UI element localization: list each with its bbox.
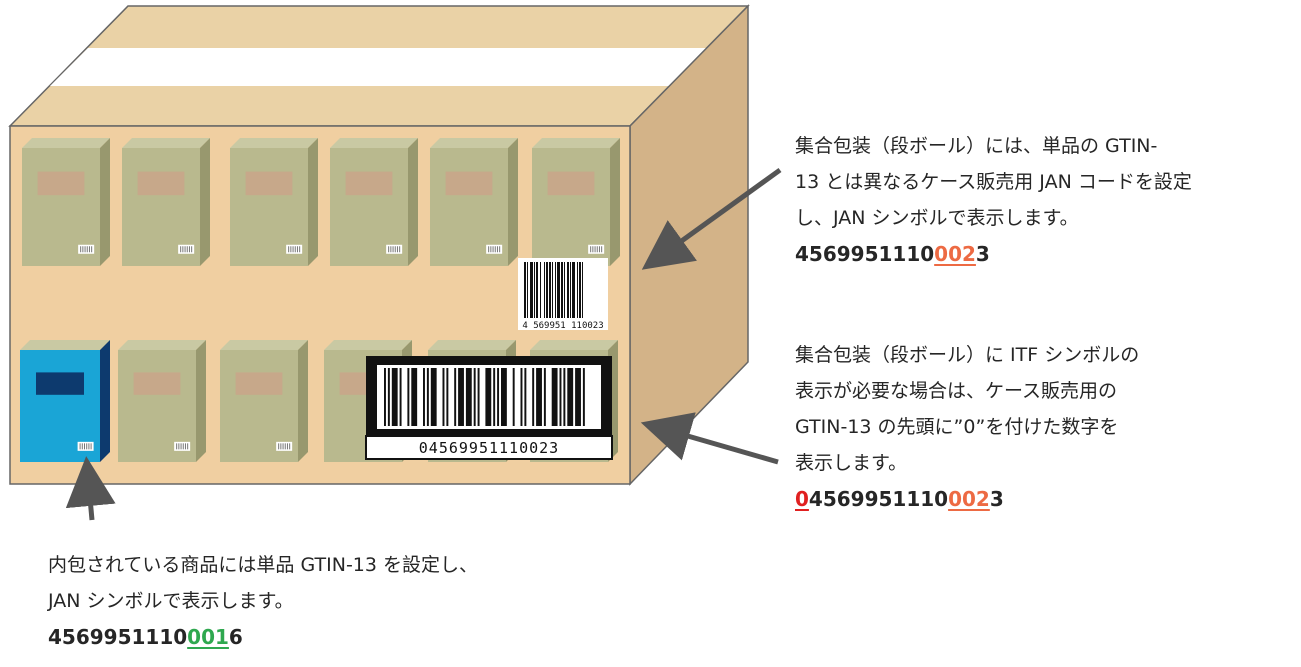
inner-item-highlight xyxy=(20,340,110,462)
arrow-to-inner-item xyxy=(65,456,116,521)
case-itf-line-2: 表示が必要な場合は、ケース販売用の xyxy=(795,380,1118,402)
case-jan-line-1: 集合包装（段ボール）には、単品の GTIN- xyxy=(795,135,1158,157)
case-itf-note: 集合包装（段ボール）に ITF シンボルの 表示が必要な場合は、ケース販売用の … xyxy=(795,337,1139,517)
inner-item-note: 内包されている商品には単品 GTIN-13 を設定し、 JAN シンボルで表示し… xyxy=(48,547,478,655)
itf-barcode: 04569951110023 xyxy=(365,356,613,460)
case-itf-line-1: 集合包装（段ボール）に ITF シンボルの xyxy=(795,344,1140,366)
inner-item-upper-3 xyxy=(230,138,318,266)
inner-item-line-2: JAN シンボルで表示します。 xyxy=(48,590,294,612)
inner-item-lower-1 xyxy=(118,340,206,462)
inner-items-upper-row xyxy=(22,138,620,266)
case-itf-number: 045699511100023 xyxy=(795,487,1004,511)
inner-item-upper-4 xyxy=(330,138,418,266)
inner-item-line-1: 内包されている商品には単品 GTIN-13 を設定し、 xyxy=(48,554,479,576)
jan-barcode-small: 4 569951 110023 xyxy=(518,258,608,331)
inner-item-upper-2 xyxy=(122,138,210,266)
jan-barcode-small-text: 4 569951 110023 xyxy=(522,321,603,331)
case-itf-line-4: 表示します。 xyxy=(795,452,908,474)
inner-item-lower-2 xyxy=(220,340,308,462)
inner-item-number: 45699511100016 xyxy=(48,625,243,649)
case-jan-line-2: 13 とは異なるケース販売用 JAN コードを設定 xyxy=(795,171,1192,193)
inner-item-upper-1 xyxy=(22,138,110,266)
inner-item-upper-5 xyxy=(430,138,518,266)
arrow-to-itf xyxy=(640,412,779,465)
case-jan-number: 45699511100023 xyxy=(795,242,990,266)
arrow-to-case-jan xyxy=(641,167,782,270)
case-jan-line-3: し、JAN シンボルで表示します。 xyxy=(795,207,1079,229)
itf-barcode-text: 04569951110023 xyxy=(419,439,559,457)
box-tape xyxy=(50,48,728,86)
inner-item-upper-6 xyxy=(532,138,620,266)
case-itf-line-3: GTIN-13 の先頭に”0”を付けた数字を xyxy=(795,416,1119,438)
case-jan-note: 集合包装（段ボール）には、単品の GTIN- 13 とは異なるケース販売用 JA… xyxy=(795,128,1192,272)
